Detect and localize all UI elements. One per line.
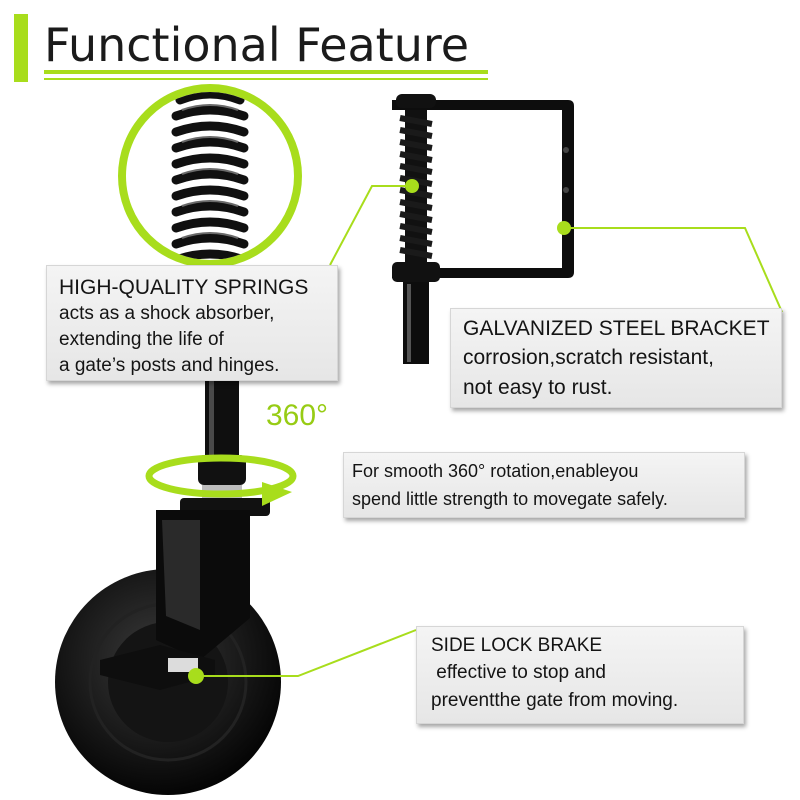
- rotation-degree-label: 360°: [266, 399, 329, 432]
- springs-line-3: a gate’s posts and hinges.: [59, 355, 280, 376]
- rotation-arrow-icon: [145, 454, 297, 506]
- springs-line-2: extending the life of: [59, 329, 224, 350]
- spring-closeup-image: [118, 84, 302, 268]
- title-underline: [44, 70, 488, 74]
- page-title: Functional Feature: [44, 18, 470, 72]
- callout-markers: [188, 179, 571, 684]
- rotation-line-1: For smooth 360° rotation,enableyou: [352, 461, 639, 481]
- bracket-line-2: not easy to rust.: [463, 376, 613, 399]
- bracket-heading: GALVANIZED STEEL BRACKET: [463, 317, 770, 340]
- brake-heading: SIDE LOCK BRAKE: [431, 635, 603, 656]
- brake-line-2: preventthe gate from moving.: [431, 690, 679, 711]
- springs-line-1: acts as a shock absorber,: [59, 303, 275, 324]
- bracket-line-1: corrosion,scratch resistant,: [463, 346, 714, 369]
- leader-lines: [196, 185, 783, 677]
- brake-pedal-image: [100, 645, 215, 690]
- brake-line-1: effective to stop and: [431, 662, 606, 683]
- title-underline-thin: [44, 78, 488, 80]
- title-accent-bar: [14, 14, 28, 82]
- rotation-line-2: spend little strength to movegate safely…: [352, 489, 668, 509]
- brake-callout: SIDE LOCK BRAKE effective to stop and pr…: [416, 626, 744, 724]
- bracket-image: [392, 94, 574, 364]
- rotation-callout: For smooth 360° rotation,enableyou spend…: [343, 452, 745, 518]
- bracket-callout: GALVANIZED STEEL BRACKET corrosion,scrat…: [450, 308, 782, 408]
- springs-heading: HIGH-QUALITY SPRINGS: [59, 276, 309, 299]
- caster-wheel-image: [55, 380, 281, 795]
- springs-callout: HIGH-QUALITY SPRINGS acts as a shock abs…: [46, 265, 338, 381]
